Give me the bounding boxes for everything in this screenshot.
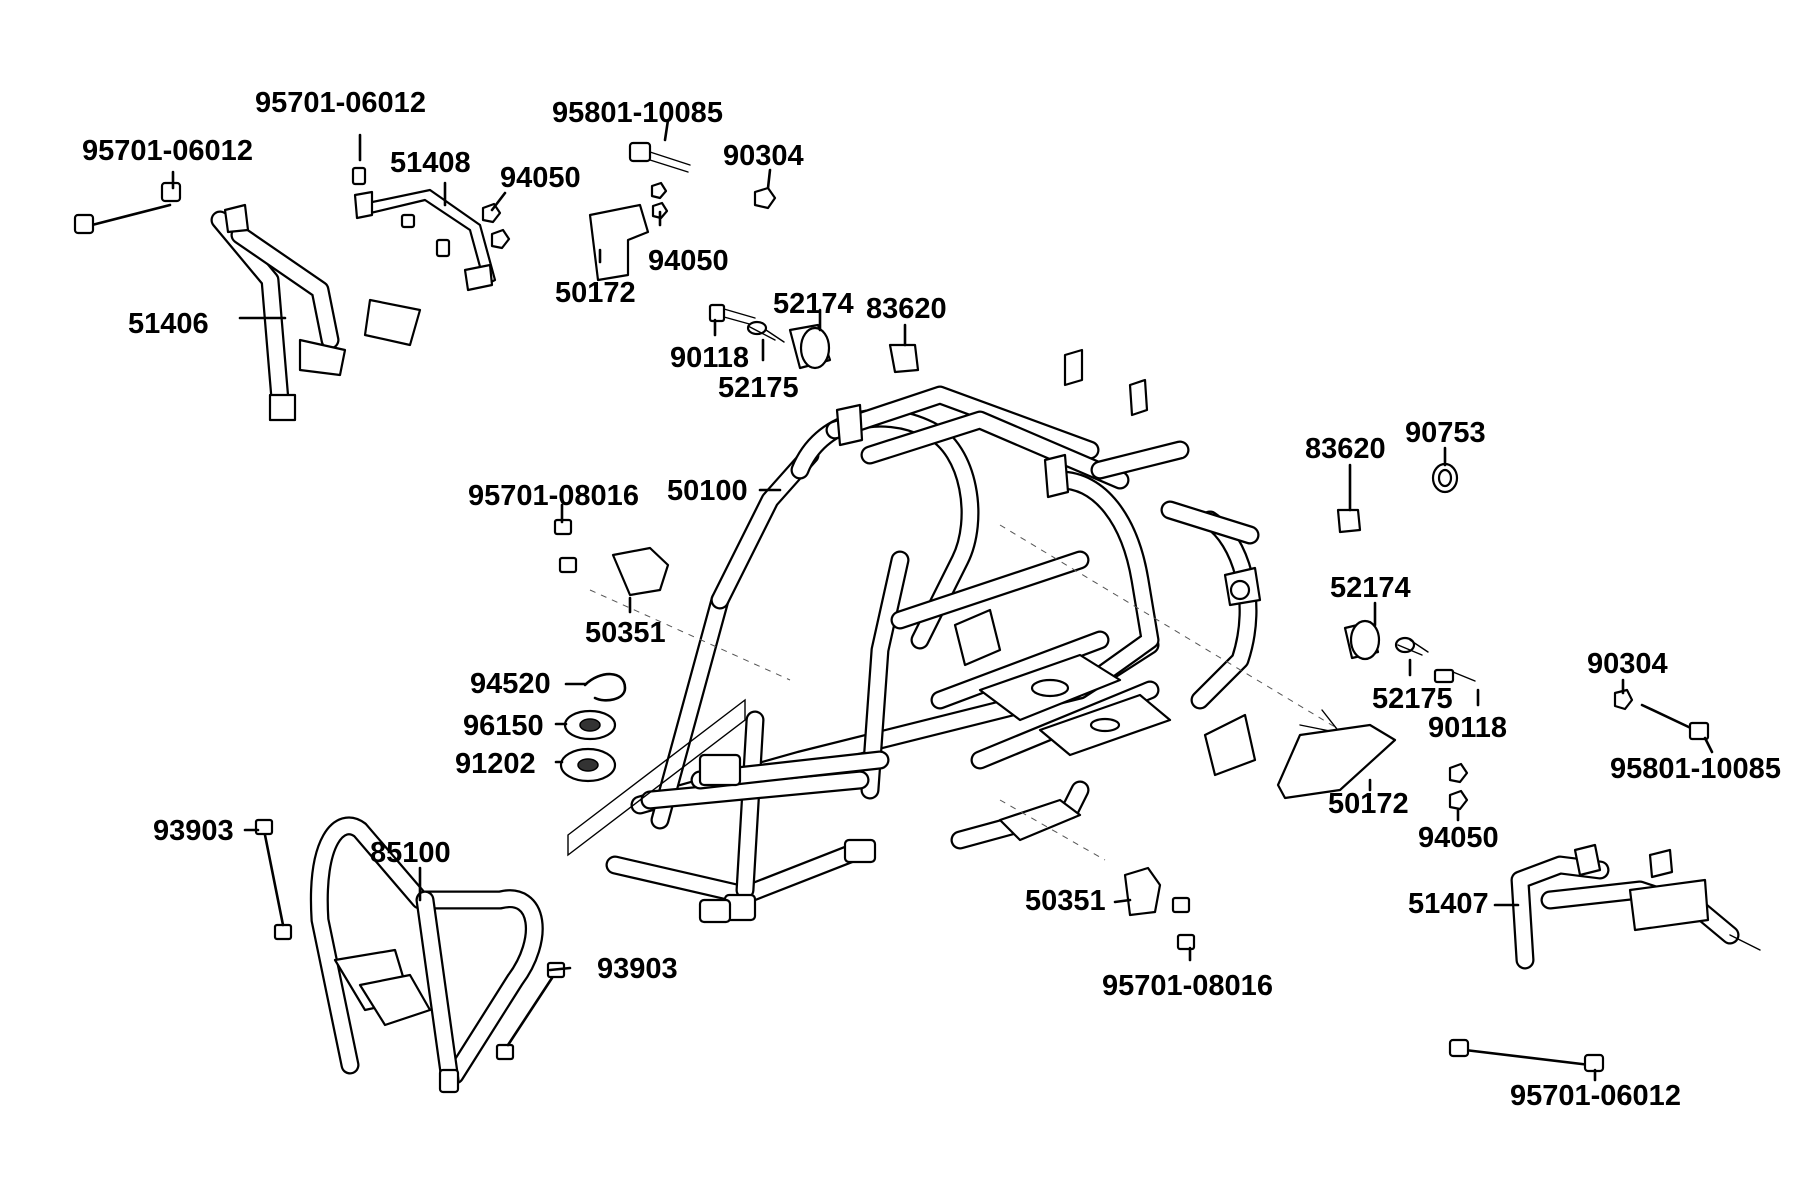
callout-label: 50351 bbox=[1025, 885, 1106, 917]
bracket-51408 bbox=[353, 188, 497, 292]
callout-label: 52174 bbox=[773, 288, 854, 320]
bracket-50172 bbox=[588, 203, 650, 282]
bearing-zone-outline bbox=[567, 698, 746, 857]
callout-label: 83620 bbox=[866, 293, 947, 325]
bracket-assembly-51406 bbox=[210, 203, 422, 422]
callout-label: 94050 bbox=[648, 245, 729, 277]
callout-label: 93903 bbox=[597, 953, 678, 985]
callout-label: 91202 bbox=[455, 748, 536, 780]
callout-label: 95701-08016 bbox=[468, 480, 639, 512]
leader-lines bbox=[171, 118, 1714, 1082]
callout-label: 85100 bbox=[370, 837, 451, 869]
callout-label: 94050 bbox=[500, 162, 581, 194]
main-frame bbox=[605, 348, 1262, 924]
callout-label: 51406 bbox=[128, 308, 209, 340]
callout-label: 83620 bbox=[1305, 433, 1386, 465]
callout-label: 52175 bbox=[1372, 683, 1453, 715]
plate-50351 bbox=[611, 546, 670, 597]
callout-label: 90118 bbox=[1428, 712, 1507, 744]
callout-label: 95701-06012 bbox=[82, 135, 253, 167]
callout-label: 95801-10085 bbox=[1610, 753, 1781, 785]
bracket-50172 bbox=[1276, 723, 1397, 800]
callout-label: 51407 bbox=[1408, 888, 1489, 920]
dash-line bbox=[999, 799, 1106, 861]
callout-label: 52175 bbox=[718, 372, 799, 404]
callout-label: 90753 bbox=[1405, 417, 1486, 449]
plate-50351 bbox=[1123, 866, 1162, 917]
callout-label: 93903 bbox=[153, 815, 234, 847]
callout-label: 90304 bbox=[723, 140, 804, 172]
callout-label: 95801-10085 bbox=[552, 97, 723, 129]
callout-label: 50351 bbox=[585, 617, 666, 649]
callout-label: 52174 bbox=[1330, 572, 1411, 604]
callout-label: 94050 bbox=[1418, 822, 1499, 854]
callout-label: 90304 bbox=[1587, 648, 1668, 680]
callout-label: 90118 bbox=[670, 342, 749, 374]
callout-labels: 95701-06012 95701-06012 51408 94050 5140… bbox=[82, 87, 1781, 1112]
callout-label: 94520 bbox=[470, 668, 551, 700]
callout-label: 50172 bbox=[555, 277, 636, 309]
callout-label: 95701-08016 bbox=[1102, 970, 1273, 1002]
callout-label: 50172 bbox=[1328, 788, 1409, 820]
dash-line bbox=[589, 589, 791, 681]
front-bumper bbox=[309, 816, 544, 1094]
callout-label: 95701-06012 bbox=[255, 87, 426, 119]
callout-label: 95701-06012 bbox=[1510, 1080, 1681, 1112]
callout-label: 51408 bbox=[390, 147, 471, 179]
callout-label: 50100 bbox=[667, 475, 748, 507]
callout-label: 96150 bbox=[463, 710, 544, 742]
bracket-assembly-51407 bbox=[1510, 843, 1761, 970]
fasteners bbox=[73, 141, 1710, 1073]
